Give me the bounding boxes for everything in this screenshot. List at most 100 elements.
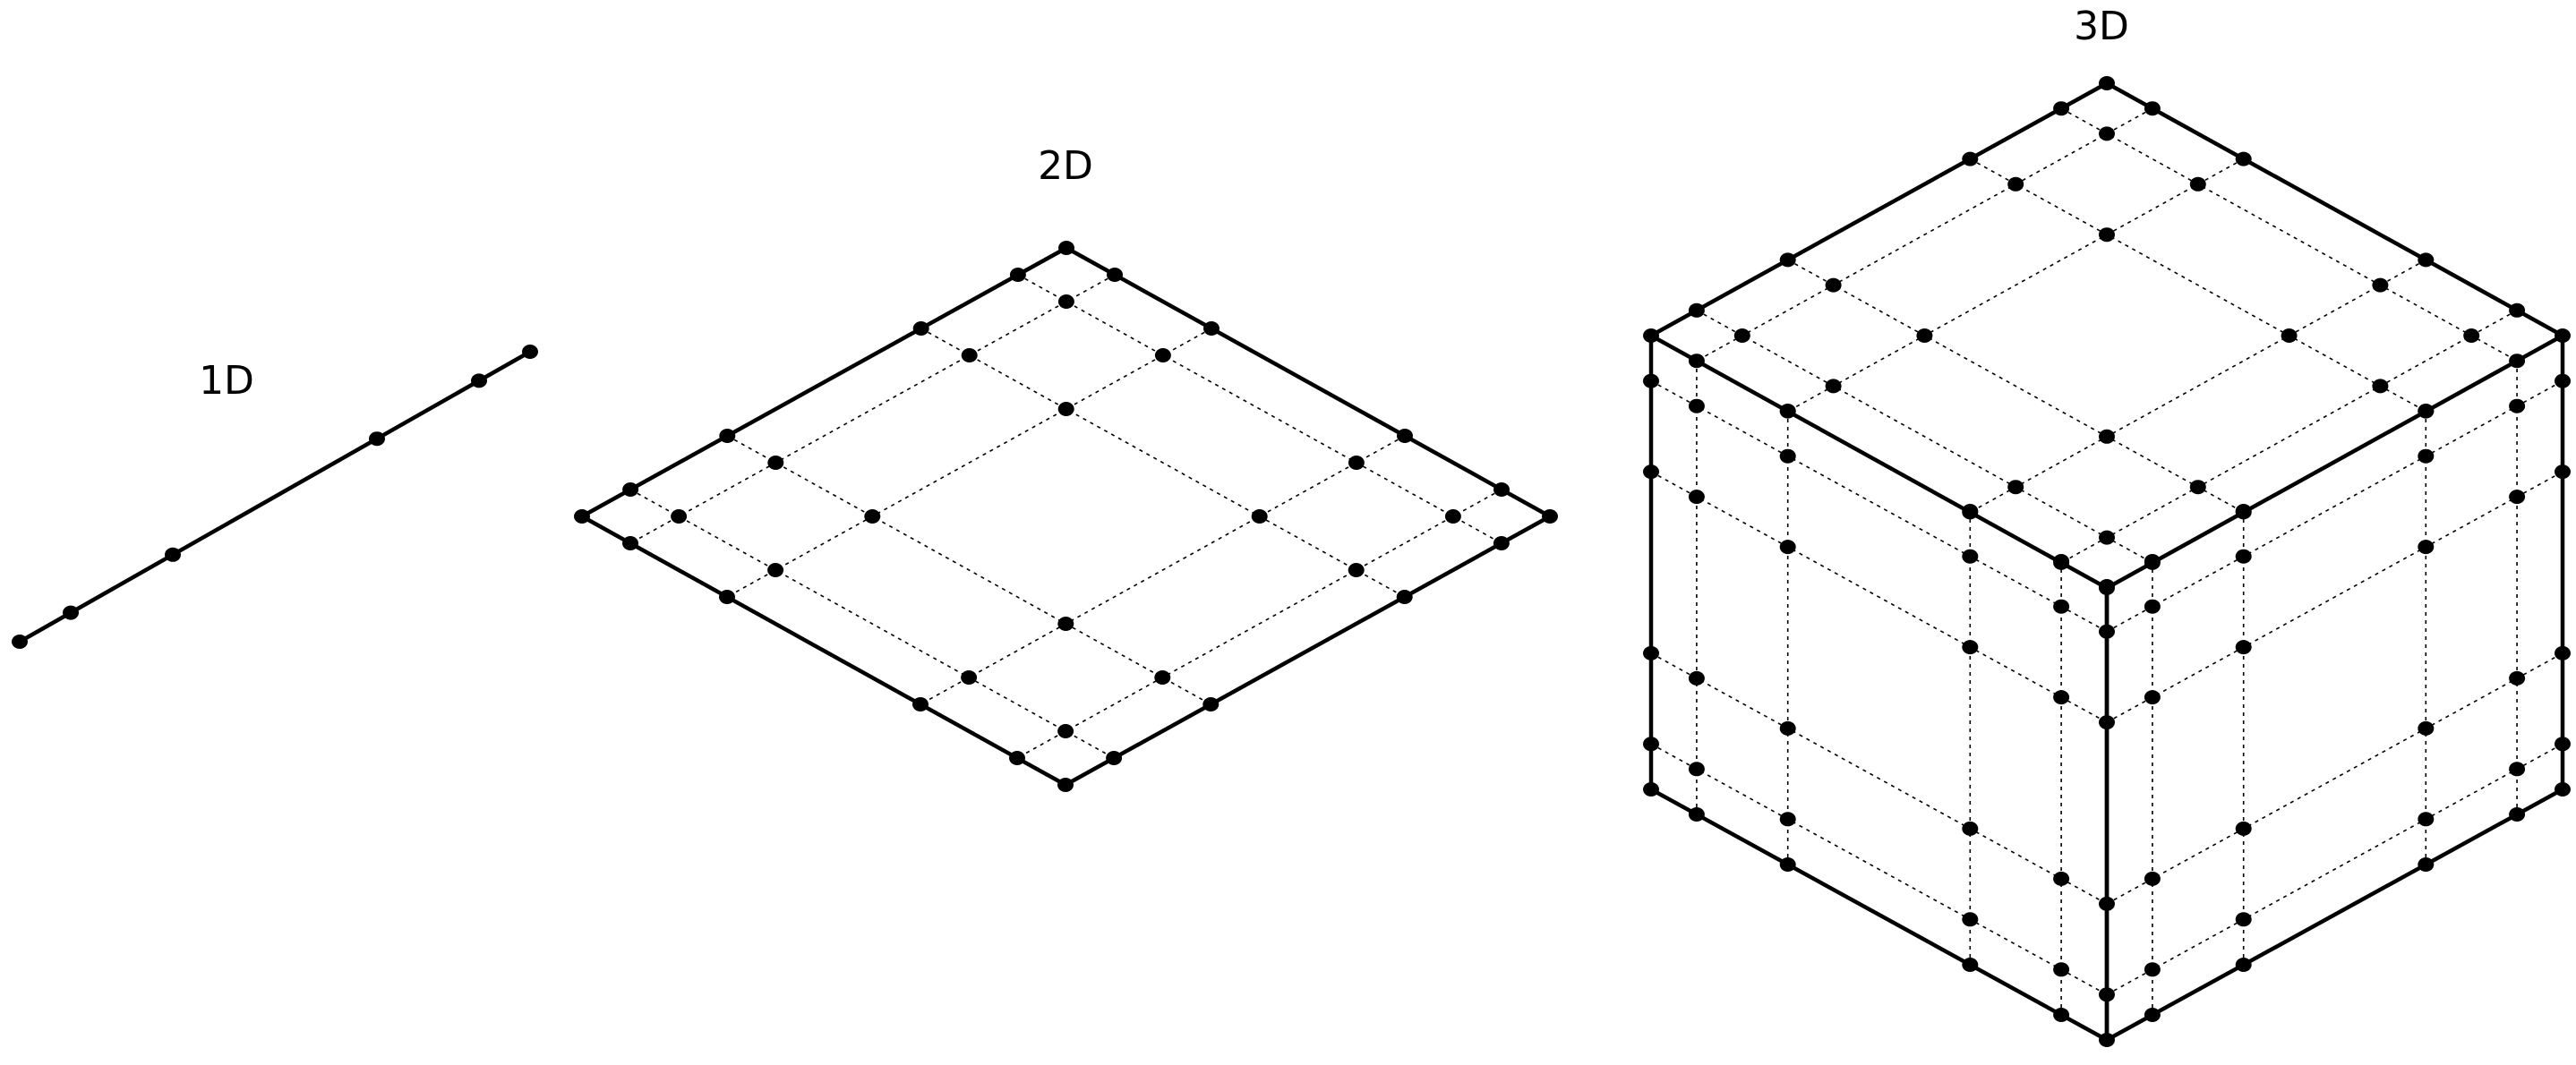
grid-node bbox=[1962, 640, 1979, 655]
grid-node bbox=[2099, 530, 2115, 545]
grid-node bbox=[2099, 227, 2115, 243]
grid-node bbox=[2418, 812, 2435, 827]
grid-node bbox=[2235, 821, 2252, 836]
label-2d: 2D bbox=[1038, 143, 1093, 189]
grid-node bbox=[719, 429, 736, 443]
grid-node bbox=[671, 509, 688, 524]
edge-line bbox=[579, 245, 1069, 519]
grid-node bbox=[369, 431, 385, 447]
grid-line bbox=[1696, 310, 2153, 564]
grid-node bbox=[2372, 379, 2389, 394]
grid-node bbox=[1643, 782, 1659, 797]
grid-node bbox=[1057, 294, 1074, 309]
grid-node bbox=[1643, 328, 1659, 343]
grid-node bbox=[1058, 241, 1074, 255]
grid-node bbox=[2555, 328, 2571, 343]
grid-node bbox=[1962, 821, 1979, 836]
grid-node bbox=[2053, 871, 2070, 886]
grid-node bbox=[1057, 778, 1074, 792]
grid-node bbox=[1057, 724, 1074, 738]
grid-node bbox=[1643, 373, 1659, 388]
grid-node bbox=[1057, 617, 1074, 631]
grid-node bbox=[622, 482, 639, 497]
edge-line bbox=[1063, 514, 1553, 788]
grid-node bbox=[522, 345, 538, 359]
edge-line bbox=[2104, 787, 2565, 1043]
grid-node bbox=[1825, 379, 1842, 394]
grid-line bbox=[1016, 489, 1502, 759]
grid-line bbox=[2106, 471, 2563, 723]
grid-node bbox=[2053, 1008, 2070, 1022]
grid-line bbox=[2060, 107, 2518, 362]
edge-line bbox=[17, 349, 533, 644]
grid-node bbox=[1688, 302, 1705, 318]
grid-line bbox=[2106, 652, 2563, 905]
grid-node bbox=[2509, 807, 2526, 822]
nodes-1d bbox=[12, 345, 538, 649]
grid-node bbox=[2418, 252, 2435, 268]
grid-node bbox=[1444, 509, 1461, 524]
grid-node bbox=[574, 509, 590, 524]
grid-node bbox=[1688, 490, 1705, 505]
grid-node bbox=[2099, 624, 2115, 639]
grid-node bbox=[2053, 554, 2070, 568]
edge-line bbox=[1648, 81, 2110, 338]
grid-node bbox=[2144, 554, 2161, 568]
grid-node bbox=[2235, 504, 2252, 518]
nodes-3d bbox=[1643, 76, 2571, 1047]
grid-line bbox=[1969, 158, 2426, 413]
grid-node bbox=[864, 509, 881, 524]
grid-node bbox=[1962, 549, 1979, 564]
grid-node bbox=[912, 321, 929, 336]
grid-node bbox=[2235, 912, 2252, 927]
grid-line bbox=[726, 328, 1212, 598]
grid-node bbox=[2099, 1033, 2115, 1047]
grid-node bbox=[2144, 1008, 2161, 1022]
grid-line bbox=[1017, 274, 1502, 544]
grid-node bbox=[2509, 354, 2526, 369]
grid-node bbox=[2053, 599, 2070, 614]
grid-node bbox=[1779, 252, 1796, 268]
grid-node bbox=[2555, 373, 2571, 388]
grid-lines-2d bbox=[629, 274, 1502, 759]
label-3d: 3D bbox=[2074, 4, 2129, 49]
edge-line bbox=[1648, 333, 2110, 591]
grid-node bbox=[2509, 762, 2526, 777]
grid-node bbox=[2144, 871, 2161, 886]
grid-node bbox=[2235, 151, 2252, 166]
outline-3d bbox=[1648, 81, 2565, 1043]
grid-node bbox=[2189, 176, 2206, 192]
grid-line bbox=[1787, 259, 2245, 514]
grid-node bbox=[1643, 464, 1659, 480]
grid-node bbox=[1154, 670, 1171, 685]
grid-node bbox=[1688, 807, 1705, 822]
grid-node bbox=[1779, 404, 1796, 418]
grid-node bbox=[165, 547, 181, 562]
grid-node bbox=[961, 670, 978, 685]
grid-node bbox=[719, 590, 735, 604]
grid-node bbox=[471, 373, 487, 388]
grid-node bbox=[1825, 277, 1842, 293]
grid-node bbox=[2099, 429, 2115, 444]
grid-line bbox=[2106, 379, 2563, 633]
grid-node bbox=[622, 536, 638, 550]
grid-line bbox=[726, 435, 1211, 705]
grid-node bbox=[2418, 857, 2435, 872]
grid-line bbox=[1650, 743, 2108, 996]
grid-node bbox=[2007, 480, 2024, 495]
grid-node bbox=[1916, 328, 1933, 343]
grid-line bbox=[2106, 743, 2563, 996]
grid-node bbox=[1643, 737, 1659, 752]
grid-node bbox=[1779, 812, 1796, 827]
grid-node bbox=[1493, 536, 1510, 550]
grid-node bbox=[2235, 549, 2252, 564]
grid-node bbox=[1009, 751, 1025, 765]
grid-node bbox=[767, 456, 784, 470]
grid-node bbox=[1688, 762, 1705, 777]
grid-node bbox=[1733, 328, 1750, 343]
grid-line bbox=[1650, 379, 2108, 633]
grid-node bbox=[12, 635, 28, 649]
grid-node bbox=[2144, 599, 2161, 614]
line-1d bbox=[17, 349, 533, 644]
